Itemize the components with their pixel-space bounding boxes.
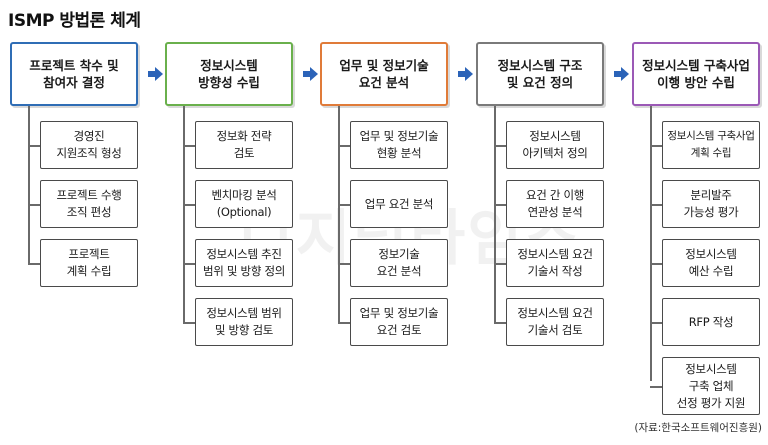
connector-branch	[28, 145, 40, 147]
connector-branch	[650, 263, 662, 265]
connector-branch	[338, 204, 350, 206]
task-box: 업무 및 정보기술 요건 검토	[350, 298, 448, 346]
task-box: 정보화 전략 검토	[195, 121, 293, 169]
connector-branch	[494, 145, 506, 147]
task-box: 경영진 지원조직 형성	[40, 121, 138, 169]
connector-branch	[650, 204, 662, 206]
diagram-title: ISMP 방법론 체계	[8, 11, 141, 31]
connector-branch	[494, 263, 506, 265]
task-box: 정보기술 요건 분석	[350, 239, 448, 287]
connector-branch	[650, 386, 662, 388]
connector-line	[28, 106, 30, 263]
arrow-head	[310, 67, 318, 81]
phase-box-4: 정보시스템 구조 및 요건 정의	[476, 42, 604, 106]
connector-branch	[183, 263, 195, 265]
phase-box-3: 업무 및 정보기술 요건 분석	[320, 42, 448, 106]
connector-line	[650, 106, 652, 381]
connector-branch	[338, 145, 350, 147]
connector-branch	[183, 145, 195, 147]
task-box: 업무 및 정보기술 현황 분석	[350, 121, 448, 169]
phase-box-5: 정보시스템 구축사업 이행 방안 수립	[632, 42, 760, 106]
connector-branch	[183, 322, 195, 324]
task-box: 프로젝트 계획 수립	[40, 239, 138, 287]
task-box: 업무 요건 분석	[350, 180, 448, 228]
task-box: 벤치마킹 분석 (Optional)	[195, 180, 293, 228]
phase-box-1: 프로젝트 착수 및 참여자 결정	[10, 42, 138, 106]
connector-branch	[494, 204, 506, 206]
connector-branch	[494, 322, 506, 324]
task-box: 정보시스템 구축사업 계획 수립	[662, 121, 760, 169]
arrow-shaft	[303, 71, 311, 77]
task-box: 정보시스템 범위 및 방향 검토	[195, 298, 293, 346]
arrow-head	[155, 67, 163, 81]
source-note: (자료:한국소프트웨어진흥원)	[634, 422, 762, 434]
arrow-head	[621, 67, 629, 81]
arrow-head	[465, 67, 473, 81]
task-box: 요건 간 이행 연관성 분석	[506, 180, 604, 228]
connector-branch	[338, 322, 350, 324]
arrow-shaft	[458, 71, 466, 77]
connector-branch	[650, 145, 662, 147]
task-box: RFP 작성	[662, 298, 760, 346]
connector-branch	[183, 204, 195, 206]
arrow-shaft	[614, 71, 622, 77]
task-box: 정보시스템 예산 수립	[662, 239, 760, 287]
connector-line	[494, 106, 496, 322]
connector-line	[183, 106, 185, 322]
arrow-shaft	[148, 71, 156, 77]
connector-line	[338, 106, 340, 322]
task-box: 정보시스템 요건 기술서 검토	[506, 298, 604, 346]
task-box: 프로젝트 수행 조직 편성	[40, 180, 138, 228]
task-box: 분리발주 가능성 평가	[662, 180, 760, 228]
task-box: 정보시스템 아키텍처 정의	[506, 121, 604, 169]
connector-branch	[28, 263, 40, 265]
connector-branch	[28, 204, 40, 206]
connector-branch	[650, 322, 662, 324]
task-box: 정보시스템 요건 기술서 작성	[506, 239, 604, 287]
task-box: 정보시스템 추진 범위 및 방향 정의	[195, 239, 293, 287]
phase-box-2: 정보시스템 방향성 수립	[165, 42, 293, 106]
connector-branch	[338, 263, 350, 265]
task-box: 정보시스템 구축 업체 선정 평가 지원	[662, 357, 760, 415]
